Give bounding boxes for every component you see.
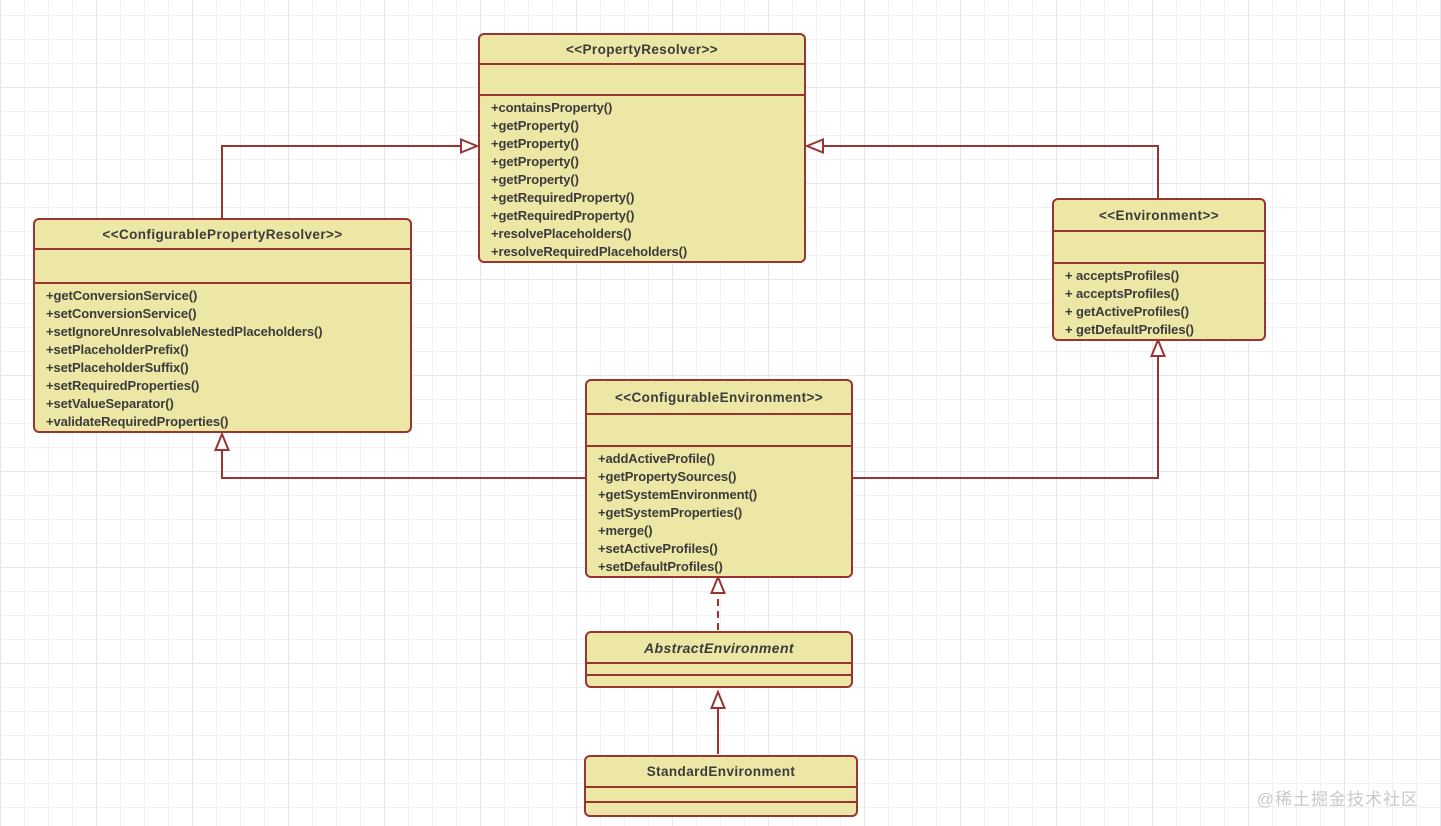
configurableenvironment-extends-environment-arrowhead [1150,337,1166,357]
configurablepropertyresolver-extends-propertyresolver-line [221,145,461,218]
configurableenvironment-extends-environment-line [853,356,1159,479]
class-title-abstract-environment: AbstractEnvironment [587,633,851,662]
method-label: +setConversionService() [46,306,197,321]
method-label: +setIgnoreUnresolvableNestedPlaceholders… [46,324,323,339]
method-label: +validateRequiredProperties() [46,414,229,429]
class-title-label: <<ConfigurableEnvironment>> [614,389,824,405]
class-configurable-property-resolver: <<ConfigurablePropertyResolver>> +getConv… [33,218,412,433]
method-label: +resolveRequiredPlaceholders() [491,244,688,259]
class-methods: +containsProperty() +getProperty() +getPro… [480,94,804,261]
method-label: +getRequiredProperty() [491,190,635,205]
class-compartment [480,63,804,94]
class-title-label: <<ConfigurablePropertyResolver>> [102,226,343,242]
class-title-standard-environment: StandardEnvironment [586,757,856,786]
class-standard-environment: StandardEnvironment [584,755,858,817]
class-property-resolver: <<PropertyResolver>>+containsProperty()+… [478,33,806,263]
class-title-label: <<Environment>> [1098,207,1220,223]
method-label: +setRequiredProperties() [46,378,200,393]
class-title-label: StandardEnvironment [646,764,796,779]
class-title-property-resolver: <<PropertyResolver>> [480,35,804,63]
method-label: +setDefaultProfiles() [598,559,723,574]
watermark: @稀土掘金技术社区 [1256,790,1419,809]
method-label: + acceptsProfiles() [1065,268,1180,283]
method-label: +getPropertySources() [598,469,737,484]
method-label: +setValueSeparator() [46,396,174,411]
method-label: +setPlaceholderSuffix() [46,360,189,375]
environment-extends-propertyresolver-line [823,145,1159,198]
method-label: +merge() [598,523,653,538]
method-label: +addActiveProfile() [598,451,715,466]
method-label: +getProperty() [491,154,579,169]
class-methods: + acceptsProfiles() + acceptsProfiles() + … [1054,262,1264,339]
method-label: + getDefaultProfiles() [1065,322,1194,337]
configurableenvironment-extends-configurablepropertyresolver-arrowhead [214,431,230,451]
method-label: + acceptsProfiles() [1065,286,1180,301]
environment-extends-propertyresolver-arrowhead [804,138,824,154]
method-label: +containsProperty() [491,100,613,115]
class-methods: +getConversionService() +setConversionSer… [35,282,410,431]
method-label: +getSystemProperties() [598,505,743,520]
method-label: + getActiveProfiles() [1065,304,1189,319]
class-title-configurable-property-resolver: <<ConfigurablePropertyResolver>> [35,220,410,248]
class-configurable-environment: <<ConfigurableEnvironment>> +addActivePro… [585,379,853,578]
method-label: +getProperty() [491,118,579,133]
class-abstract-environment: AbstractEnvironment [585,631,853,688]
class-title-environment: <<Environment>> [1054,200,1264,230]
class-title-label: AbstractEnvironment [644,639,794,656]
class-compartment [586,786,856,801]
class-compartment [1054,230,1264,262]
standardenvironment-extends-abstractenvironment-arrowhead [710,689,726,709]
method-label: +setPlaceholderPrefix() [46,342,189,357]
method-label: +getRequiredProperty() [491,208,635,223]
configurableenvironment-extends-configurablepropertyresolver-line [221,450,585,479]
configurablepropertyresolver-extends-propertyresolver-arrowhead [460,138,480,154]
class-title-configurable-environment: <<ConfigurableEnvironment>> [587,381,851,413]
class-title-label: <<PropertyResolver>> [565,41,719,57]
abstractenvironment-implements-configurableenvironment-arrowhead [710,574,726,594]
method-label: +getProperty() [491,136,579,151]
method-label: +getSystemEnvironment() [598,487,758,502]
method-label: +resolvePlaceholders() [491,226,632,241]
class-compartment [587,674,851,686]
class-compartment [586,801,856,815]
class-compartment [587,662,851,674]
class-compartment [587,413,851,445]
method-label: +getConversionService() [46,288,198,303]
class-compartment [35,248,410,282]
method-label: +getProperty() [491,172,579,187]
class-methods: +addActiveProfile() +getPropertySources()… [587,445,851,576]
class-environment: <<Environment>>+ acceptsProfiles()+ acce… [1052,198,1266,341]
method-label: +setActiveProfiles() [598,541,718,556]
